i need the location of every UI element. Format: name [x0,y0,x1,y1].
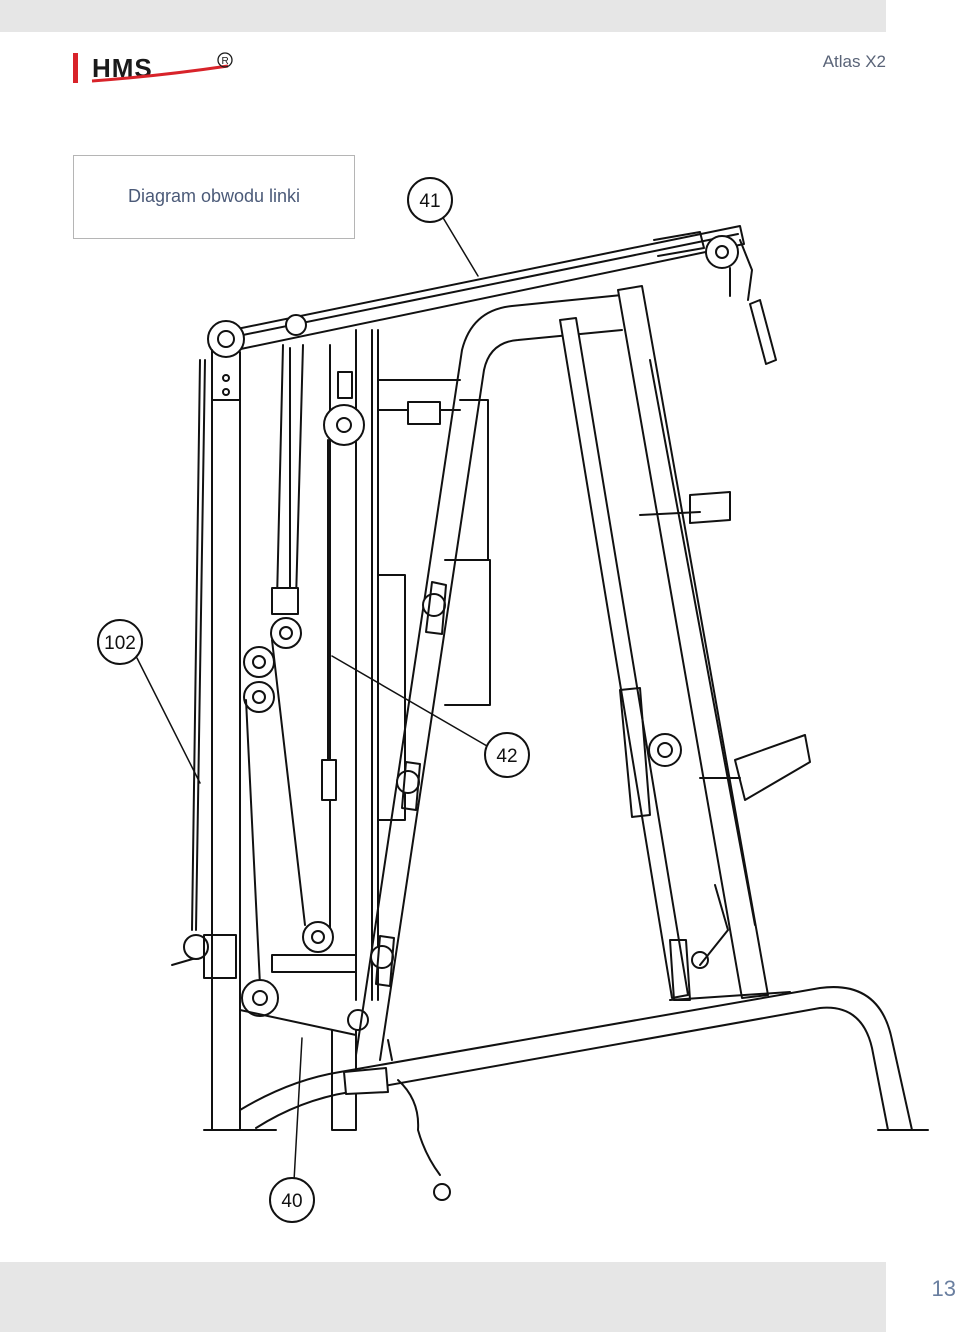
callout-40: 40 [269,1177,315,1223]
hms-logo: HMS R [73,52,233,83]
callout-102: 102 [97,619,143,665]
section-title: Diagram obwodu linki [127,186,301,206]
section-title-box: Diagram obwodu linki [73,155,355,239]
svg-text:40: 40 [281,1191,302,1212]
page-number: 13 [931,1276,956,1301]
svg-text:41: 41 [419,191,440,212]
footer-bar [0,1262,886,1332]
registered-mark: R [222,56,229,67]
callout-42: 42 [484,732,530,778]
svg-text:102: 102 [104,633,136,654]
svg-text:42: 42 [496,746,517,767]
callout-41: 41 [407,177,453,223]
product-name: Atlas X2 [822,52,886,71]
header-bar [0,0,886,32]
